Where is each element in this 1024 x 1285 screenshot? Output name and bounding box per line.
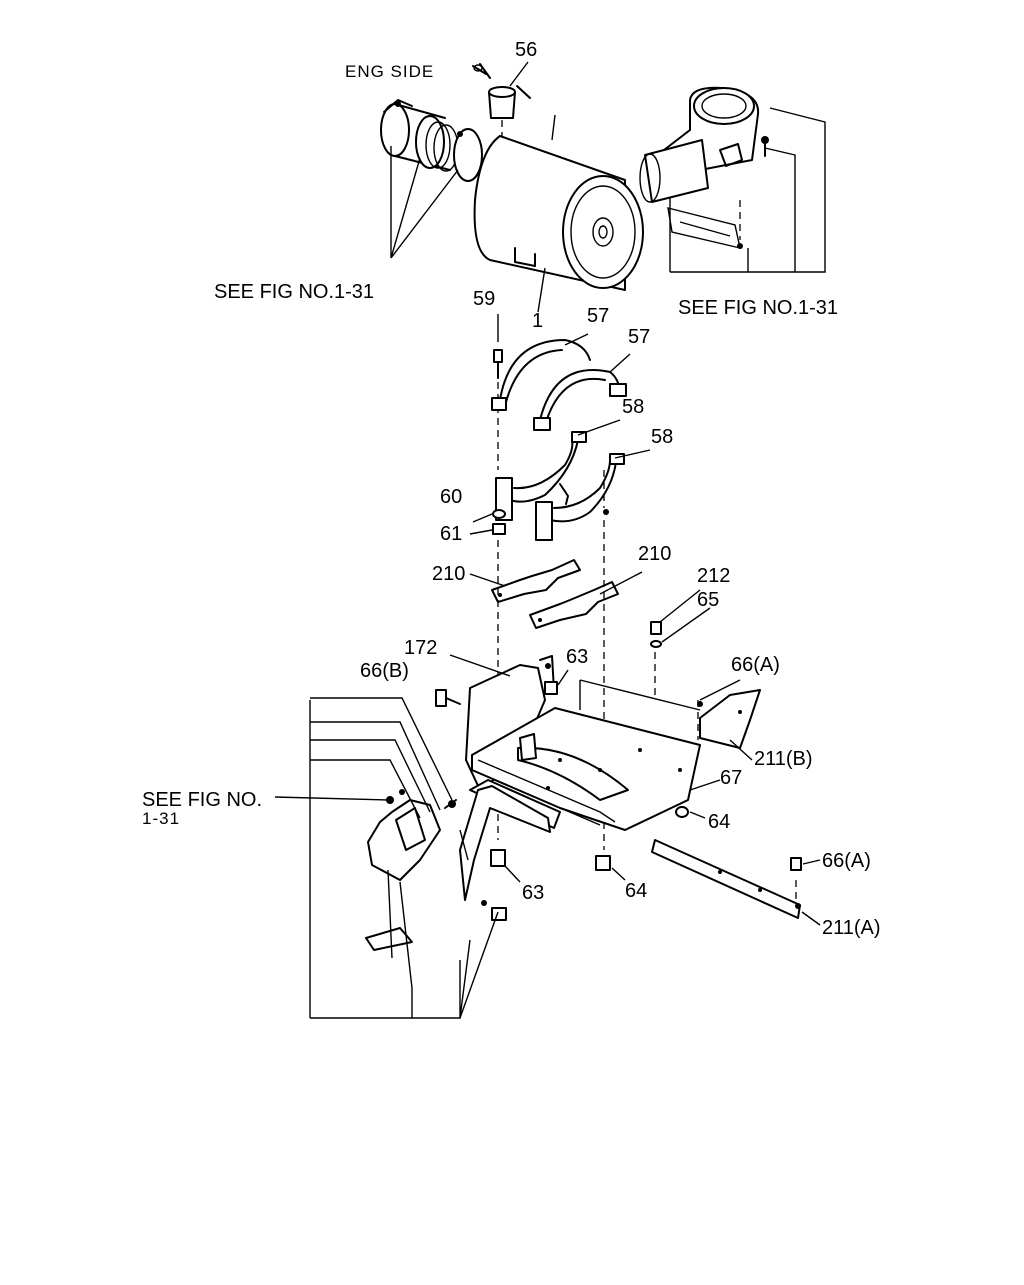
inlet-hose-clamps — [380, 99, 483, 182]
label-eng-side: ENG SIDE — [345, 62, 435, 81]
label-part-63-upper: 63 — [566, 646, 589, 668]
label-part-67: 67 — [720, 767, 743, 789]
part-59-bolt — [493, 349, 503, 470]
part-63-upper-bolt — [544, 681, 558, 695]
outlet-elbow — [639, 86, 769, 249]
part-58-lower-straps — [495, 431, 625, 541]
label-part-59: 59 — [473, 288, 496, 310]
part-211b-plate — [697, 689, 761, 749]
part-66b-bolt — [435, 689, 461, 707]
label-part-172: 172 — [404, 637, 438, 659]
part-60-61-nut-washer — [492, 509, 506, 535]
label-part-64a: 64 — [708, 811, 731, 833]
label-part-210a: 210 — [432, 563, 466, 585]
label-part-60: 60 — [440, 486, 463, 508]
label-part-63-lower: 63 — [522, 882, 545, 904]
label-part-65: 65 — [697, 589, 720, 611]
label-part-66b: 66(B) — [360, 660, 409, 682]
label-part-56: 56 — [515, 39, 538, 61]
part-56-indicator — [472, 63, 531, 140]
part-66a-lower-bolt — [790, 857, 802, 871]
label-part-1: 1 — [532, 310, 544, 332]
leader-see-fig-right — [669, 107, 826, 273]
label-part-58a: 58 — [622, 396, 645, 418]
label-part-57b: 57 — [628, 326, 651, 348]
label-see-fig-no: SEE FIG NO. — [142, 789, 263, 811]
label-part-64b: 64 — [625, 880, 648, 902]
callout-leaders — [449, 61, 821, 926]
leader-1 — [537, 267, 546, 313]
label-part-66a-top: 66(A) — [731, 654, 780, 676]
part-210-spacers — [491, 559, 619, 629]
label-see-fig-no-ref: 1-31 — [142, 809, 181, 828]
part-63-lower-bolt — [490, 849, 506, 867]
label-part-211a: 211(A) — [822, 917, 881, 939]
label-part-58b: 58 — [651, 426, 674, 448]
part-57-upper-straps — [491, 339, 627, 431]
leader-see-fig-left — [390, 146, 459, 259]
label-see-fig-right: SEE FIG NO.1-31 — [678, 297, 839, 319]
part-211a-plate — [651, 839, 801, 919]
label-part-210b: 210 — [638, 543, 672, 565]
label-part-212: 212 — [697, 565, 731, 587]
label-part-61: 61 — [440, 523, 463, 545]
stay-bracket-assembly — [309, 700, 551, 1018]
part-212-65-bolt-washer — [650, 621, 662, 648]
label-part-57a: 57 — [587, 305, 610, 327]
label-see-fig-left: SEE FIG NO.1-31 — [214, 281, 375, 303]
part-1-air-cleaner — [473, 114, 644, 291]
part-64-nuts — [595, 806, 689, 871]
label-part-211b: 211(B) — [754, 748, 813, 770]
leader-see-fig-no — [274, 697, 499, 1019]
label-part-66a-bottom: 66(A) — [822, 850, 871, 872]
